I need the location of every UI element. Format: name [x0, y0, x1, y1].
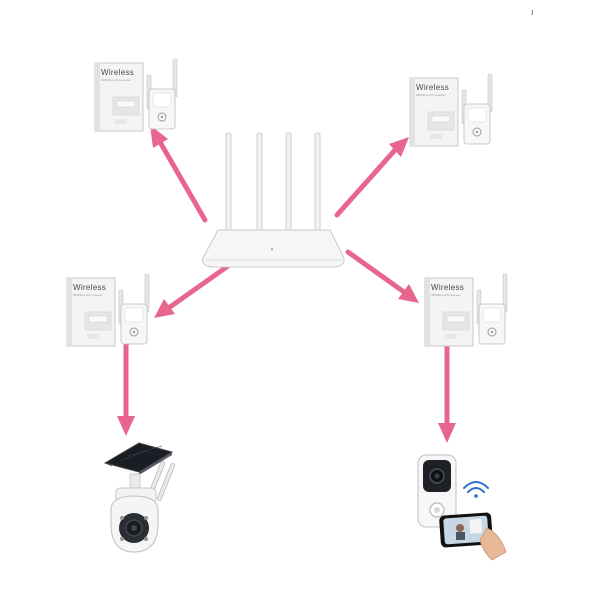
arrow-router-to-mid-right	[345, 249, 419, 303]
video-doorbell-icon	[417, 454, 507, 561]
svg-text:300Mbps wifi repeater: 300Mbps wifi repeater	[431, 293, 461, 297]
arrows-layer	[117, 125, 456, 443]
extender-mid-left-icon: Wireless 300Mbps wifi repeater	[66, 273, 150, 347]
arrow-mid-left-to-camera	[117, 341, 135, 436]
svg-text:Wireless: Wireless	[431, 283, 464, 292]
router-icon	[202, 132, 345, 268]
arrow-mid-right-to-doorbell	[438, 343, 456, 443]
corner-mark: ı	[531, 8, 534, 18]
svg-text:300Mbps wifi repeater: 300Mbps wifi repeater	[416, 93, 446, 97]
svg-text:300Mbps wifi repeater: 300Mbps wifi repeater	[101, 78, 131, 82]
svg-text:Wireless: Wireless	[416, 83, 449, 92]
solar-camera-icon	[103, 442, 176, 553]
arrow-router-to-top-right	[334, 137, 409, 218]
svg-text:Wireless: Wireless	[73, 283, 106, 292]
extender-mid-right-icon: Wireless 300Mbps wifi repeater	[424, 273, 508, 347]
extender-top-right-icon: Wireless 300Mbps wifi repeater	[409, 73, 493, 147]
extender-top-left-icon: Wireless 300Mbps wifi repeater	[94, 58, 178, 132]
svg-text:Wireless: Wireless	[101, 68, 134, 77]
arrow-router-to-mid-left	[154, 263, 231, 318]
svg-text:300Mbps wifi repeater: 300Mbps wifi repeater	[73, 293, 103, 297]
arrow-router-to-top-left	[150, 125, 208, 223]
